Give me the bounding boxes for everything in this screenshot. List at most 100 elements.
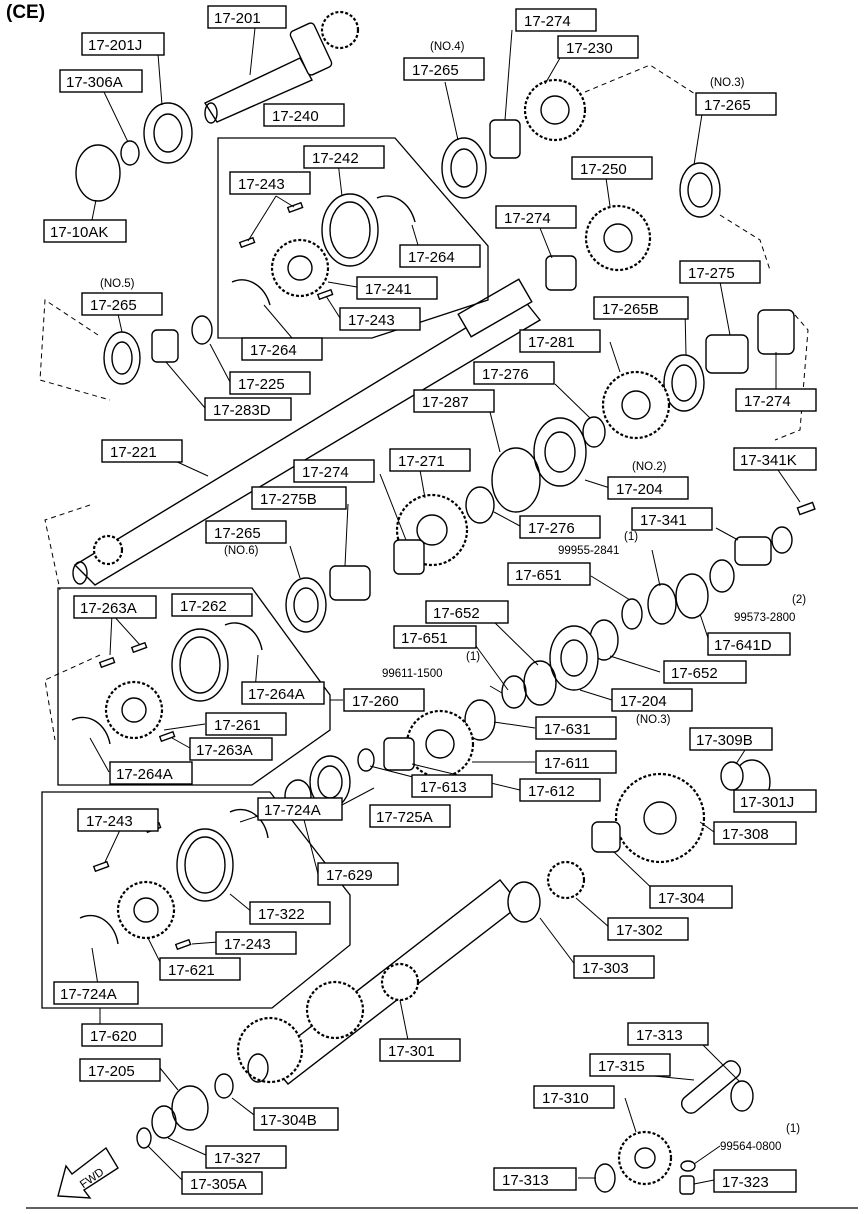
callout-17-204-a[interactable]: 17-204 (607, 476, 689, 500)
note-no5: (NO.5) (100, 278, 135, 290)
callout-17-264A-b[interactable]: 17-264A (109, 761, 193, 785)
callout-17-265-no6[interactable]: 17-265 (205, 520, 287, 544)
callout-17-287[interactable]: 17-287 (413, 389, 495, 413)
callout-17-724A-b[interactable]: 17-724A (53, 981, 139, 1005)
callout-17-263A-b[interactable]: 17-263A (189, 737, 273, 761)
callout-17-274-c[interactable]: 17-274 (735, 388, 817, 412)
callout-17-204-b[interactable]: 17-204 (611, 688, 693, 712)
callout-17-631[interactable]: 17-631 (535, 716, 617, 740)
callout-17-274-d[interactable]: 17-274 (293, 459, 375, 483)
callout-17-724A-a[interactable]: 17-724A (257, 797, 343, 821)
callout-17-283D[interactable]: 17-283D (204, 397, 292, 421)
callout-17-341K[interactable]: 17-341K (733, 447, 817, 471)
callout-17-304B[interactable]: 17-304B (253, 1107, 339, 1131)
callout-text: 17-204 (616, 481, 663, 498)
callout-17-611[interactable]: 17-611 (535, 750, 617, 774)
callout-17-275B[interactable]: 17-275B (251, 486, 347, 510)
callout-17-641D[interactable]: 17-641D (707, 632, 791, 656)
callout-text: 17-724A (264, 802, 321, 819)
callout-17-243-d[interactable]: 17-243 (215, 931, 297, 955)
callout-17-263A-a[interactable]: 17-263A (73, 595, 157, 619)
needle-bearing-274-c-drawing (757, 309, 795, 355)
callout-17-652-b[interactable]: 17-652 (663, 660, 747, 684)
callout-17-651-a[interactable]: 17-651 (507, 562, 591, 586)
callout-17-260[interactable]: 17-260 (343, 688, 425, 712)
callout-17-281[interactable]: 17-281 (519, 329, 601, 353)
callout-17-306A[interactable]: 17-306A (59, 69, 143, 93)
callout-text: 17-264A (248, 686, 305, 703)
callout-text: 17-341K (740, 452, 797, 469)
callout-17-276-a[interactable]: 17-276 (473, 361, 555, 385)
ring-265-no5-drawing (103, 331, 141, 385)
callout-17-327[interactable]: 17-327 (205, 1145, 287, 1169)
callout-text: 17-276 (482, 366, 529, 383)
bearing-204-a-drawing (533, 417, 587, 487)
callout-text: 17-613 (420, 779, 467, 796)
callout-17-265-no5[interactable]: 17-265 (81, 292, 163, 316)
callout-17-243-b[interactable]: 17-243 (339, 307, 421, 331)
ring-265-no4-drawing (441, 137, 487, 199)
callout-17-322[interactable]: 17-322 (249, 901, 331, 925)
callout-17-302[interactable]: 17-302 (607, 917, 689, 941)
callout-17-243-c[interactable]: 17-243 (77, 808, 159, 832)
callout-17-313-b[interactable]: 17-313 (493, 1167, 577, 1191)
callout-text: 17-652 (433, 605, 480, 622)
note-no6: (NO.6) (224, 545, 259, 557)
callout-17-271[interactable]: 17-271 (389, 448, 471, 472)
note-no3-top: (NO.3) (710, 77, 745, 89)
bearing-303-drawing (507, 881, 541, 923)
callout-17-274-b[interactable]: 17-274 (495, 205, 577, 229)
callout-17-304[interactable]: 17-304 (649, 885, 733, 909)
callout-text: 17-341 (640, 512, 687, 529)
callout-17-230[interactable]: 17-230 (557, 35, 639, 59)
callout-17-652-a[interactable]: 17-652 (425, 600, 509, 624)
callout-17-264-a[interactable]: 17-264 (399, 244, 481, 268)
callout-17-275[interactable]: 17-275 (679, 260, 761, 284)
callout-17-613[interactable]: 17-613 (411, 774, 493, 798)
callout-17-620[interactable]: 17-620 (81, 1023, 163, 1047)
callout-17-313-a[interactable]: 17-313 (627, 1022, 709, 1046)
callout-17-225[interactable]: 17-225 (229, 371, 311, 395)
callout-17-651-b[interactable]: 17-651 (393, 625, 477, 649)
callout-17-621[interactable]: 17-621 (159, 957, 241, 981)
callout-17-341[interactable]: 17-341 (631, 507, 713, 531)
callout-17-301J[interactable]: 17-301J (733, 789, 817, 813)
snap-ring-99573-drawing (771, 526, 793, 554)
callout-17-261[interactable]: 17-261 (205, 712, 287, 736)
callout-17-323[interactable]: 17-323 (713, 1169, 797, 1193)
callout-17-301[interactable]: 17-301 (379, 1038, 461, 1062)
callout-17-310[interactable]: 17-310 (533, 1085, 615, 1109)
callout-17-305A[interactable]: 17-305A (181, 1171, 263, 1195)
gear-308-drawing (614, 772, 706, 864)
callout-17-262[interactable]: 17-262 (171, 593, 253, 617)
callout-text: 17-274 (504, 210, 551, 227)
callout-17-264-b[interactable]: 17-264 (241, 337, 323, 361)
callout-17-241[interactable]: 17-241 (356, 276, 438, 300)
callout-17-250[interactable]: 17-250 (571, 156, 653, 180)
callout-17-264A-a[interactable]: 17-264A (241, 681, 325, 705)
callout-17-308[interactable]: 17-308 (713, 821, 797, 845)
callout-text: 17-274 (524, 13, 571, 30)
synchro-620-drawing (79, 808, 269, 951)
callout-17-201[interactable]: 17-201 (207, 5, 287, 29)
callout-17-309B[interactable]: 17-309B (689, 727, 773, 751)
callout-17-303[interactable]: 17-303 (573, 955, 655, 979)
callout-17-242[interactable]: 17-242 (303, 145, 385, 169)
callout-17-221[interactable]: 17-221 (101, 439, 183, 463)
callout-17-315[interactable]: 17-315 (589, 1053, 671, 1077)
callout-17-276-b[interactable]: 17-276 (519, 515, 601, 539)
callout-17-10AK[interactable]: 17-10AK (43, 219, 127, 243)
callout-text: 17-205 (88, 1063, 135, 1080)
callout-17-629[interactable]: 17-629 (317, 862, 399, 886)
callout-17-240[interactable]: 17-240 (263, 103, 345, 127)
callout-17-201J[interactable]: 17-201J (81, 32, 165, 56)
callout-17-274-a[interactable]: 17-274 (515, 8, 597, 32)
callout-17-243-a[interactable]: 17-243 (229, 171, 311, 195)
callout-17-725A[interactable]: 17-725A (369, 804, 451, 828)
callout-17-265-no4[interactable]: 17-265 (403, 57, 485, 81)
callout-17-205[interactable]: 17-205 (79, 1058, 161, 1082)
snap-ring-641D-drawing (709, 559, 735, 593)
callout-17-265-no3[interactable]: 17-265 (695, 92, 777, 116)
callout-17-612[interactable]: 17-612 (519, 778, 601, 802)
callout-17-265B[interactable]: 17-265B (593, 296, 689, 320)
